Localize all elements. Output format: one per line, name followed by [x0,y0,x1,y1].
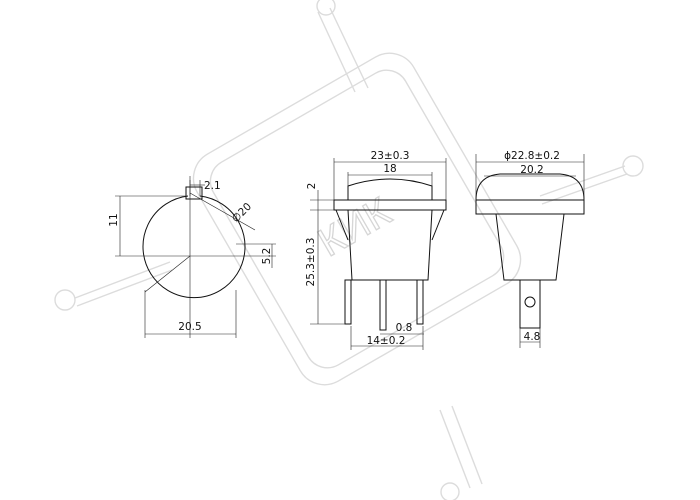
clip [431,209,445,241]
cutout-outline [142,195,246,299]
cap [475,173,585,201]
terminal [519,279,541,329]
terminal-pin [416,279,424,325]
watermark-node [440,482,460,500]
watermark-frame-inner [209,69,505,369]
watermark-frame [192,52,522,386]
dim-inner-diameter: 20.2 [520,164,543,176]
watermark-line [76,269,173,307]
dim-top: 2 [306,183,318,190]
right-view: ϕ22.8±0.2 20.2 4.8 [475,150,585,348]
watermark-line [541,173,628,205]
dim-height: 25.3±0.3 [305,238,317,287]
dim-inner-width: 18 [383,163,396,175]
watermark-text: КИК [311,189,399,265]
terminal-pin [379,279,387,331]
dim-slot: 5.2 [261,248,273,265]
diameter-leader [189,192,256,231]
dim-width: 20.5 [178,321,201,333]
watermark-node [316,0,336,16]
watermark-line [539,165,626,197]
diameter-leader [144,255,191,293]
dim-outer-diameter: ϕ22.8±0.2 [504,150,560,162]
dim-terminal-width: 4.8 [524,331,541,343]
clip [335,209,349,241]
dim-lug-width: 2.1 [204,180,221,192]
watermark-node [622,155,644,177]
watermark-line [74,261,171,299]
watermark-line [439,409,471,489]
watermark-line [451,405,483,485]
dim-pin-pitch: 14±0.2 [367,335,406,347]
middle-view: 23±0.3 18 2 25.3±0.3 0.8 14±0.2 [305,150,447,350]
rocker [347,178,433,201]
watermark-node [54,289,76,311]
dim-pin-thickness: 0.8 [396,322,413,334]
watermark-line [329,7,369,89]
dim-outer-width: 23±0.3 [371,150,410,162]
terminal-pin [344,279,352,325]
dim-diameter: ∅20 [230,201,254,225]
dim-height: 11 [108,213,120,226]
cutout-lug [185,186,203,200]
watermark-line [317,11,356,93]
housing [347,209,433,281]
housing [495,213,565,281]
terminal-hole [524,296,536,308]
